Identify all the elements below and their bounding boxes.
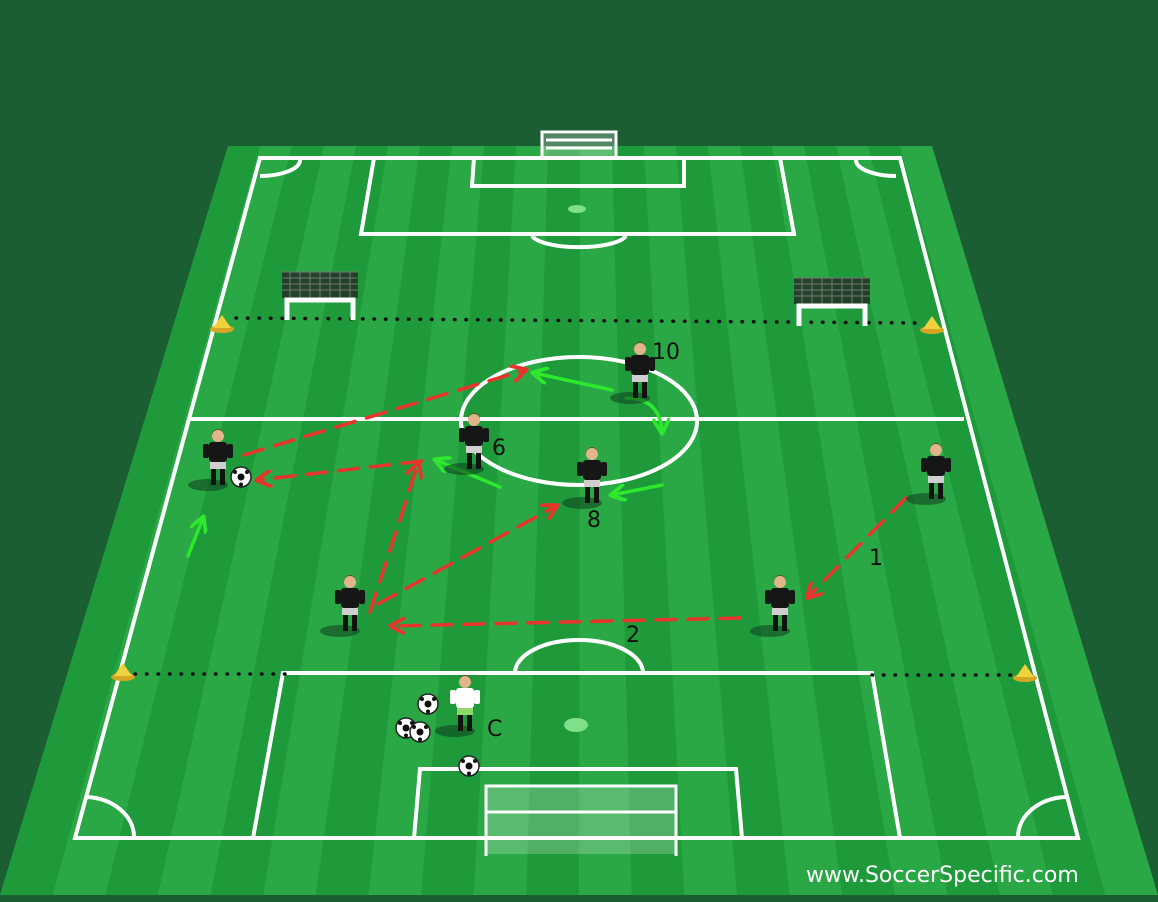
pitch-stripe — [526, 146, 580, 895]
far-penalty-arc — [530, 234, 628, 250]
ball-winger — [230, 466, 252, 488]
pitch-stripe — [0, 146, 260, 895]
pitch — [0, 146, 1158, 895]
movement-arrow-winger — [186, 518, 203, 558]
pass-arrow-1 — [808, 496, 908, 597]
coach-label: C — [487, 717, 502, 742]
pitch-stripe — [210, 146, 388, 895]
movement-arrow-8 — [612, 483, 664, 495]
far-six-yard-box — [469, 156, 686, 188]
ball-supply-3 — [409, 721, 431, 743]
corner-arc-top-right — [854, 159, 897, 178]
near-penalty-arc — [513, 638, 645, 674]
pitch-stripe — [740, 146, 895, 895]
pass-arrow-winger-to-10 — [242, 370, 525, 457]
pitch-stripe — [804, 146, 1001, 895]
watermark: www.SoccerSpecific.com — [806, 863, 1079, 888]
pitch-stripe — [676, 146, 790, 895]
movement-arrow-10-checking — [534, 373, 614, 392]
player-label-8: 8 — [587, 508, 601, 533]
corner-arc-top-left — [259, 159, 302, 178]
player-label-6: 6 — [492, 436, 506, 461]
far-goal — [540, 130, 618, 156]
pitch-stripe — [105, 146, 324, 895]
pass-label-2: 2 — [626, 623, 640, 648]
pass-arrows — [242, 370, 908, 626]
near-goal — [484, 784, 678, 856]
pass-arrow-2 — [392, 616, 742, 626]
player-label-10: 10 — [652, 340, 680, 365]
pass-arrow-6-to-winger — [258, 459, 424, 480]
near-six-yard-box — [411, 767, 745, 840]
corner-arc-bottom-right — [1016, 795, 1067, 837]
corner-arc-bottom-left — [85, 795, 136, 837]
far-penalty-spot — [568, 205, 586, 213]
center-circle — [459, 355, 699, 487]
near-penalty-box — [250, 671, 903, 840]
near-penalty-spot — [564, 718, 588, 732]
pitch-stripe — [612, 146, 685, 895]
pass-arrow-to-6 — [368, 464, 418, 614]
pass-label-1: 1 — [869, 546, 883, 571]
ball-supply-4 — [458, 755, 480, 777]
pitch-markings — [72, 156, 1081, 840]
pass-arrow-to-8 — [376, 506, 556, 606]
pitch-stripe — [421, 146, 516, 895]
pitch-stripe — [315, 146, 452, 895]
ball-supply-1 — [417, 693, 439, 715]
dotted-line-top — [234, 316, 922, 325]
